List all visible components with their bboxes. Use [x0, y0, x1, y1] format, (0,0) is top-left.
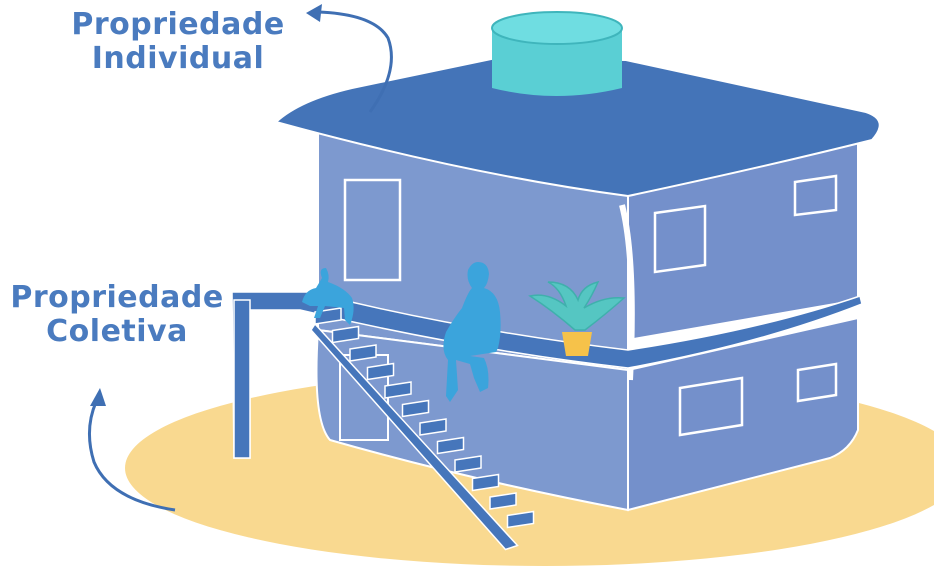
stair-step [506, 510, 535, 529]
stairs [310, 307, 535, 551]
water-tank-body [492, 28, 622, 96]
walkway-post [233, 299, 251, 459]
label-coletiva-line2: Coletiva [46, 314, 188, 349]
stair-step [471, 473, 500, 492]
stair-step [401, 399, 430, 418]
plant-leaves [528, 280, 626, 331]
lower-window-right-1 [678, 376, 744, 437]
cat-figure [302, 268, 354, 325]
water-tank [491, 11, 623, 96]
stair-step [419, 418, 447, 436]
stair-step [349, 344, 377, 362]
label-individual-line1: Propriedade [71, 7, 285, 42]
stair-step [384, 381, 412, 399]
arrowhead-icon [306, 4, 322, 22]
stair-stringer [310, 322, 519, 551]
label-coletiva-line1: Propriedade [10, 280, 224, 315]
stair-step [366, 362, 395, 381]
label-individual-line2: Individual [91, 41, 265, 76]
upper-window-right-1 [653, 204, 707, 274]
water-tank-top [491, 11, 623, 45]
upper-window-left [343, 178, 402, 282]
potted-plant [528, 280, 626, 356]
curved-arrow-icon [317, 10, 393, 113]
arrow-coletiva [88, 388, 176, 512]
stair-step [454, 455, 482, 473]
stair-step [331, 325, 360, 344]
roof [273, 56, 881, 198]
label-propriedade-individual: Propriedade Individual [62, 8, 294, 76]
label-propriedade-coletiva: Propriedade Coletiva [0, 281, 234, 349]
plant-pot [562, 332, 592, 356]
lower-window-right-2 [796, 362, 838, 403]
walkway [231, 291, 863, 459]
stair-step [489, 492, 517, 510]
stair-step [436, 436, 465, 455]
lower-floor [315, 316, 859, 512]
arrowhead-icon [90, 388, 106, 406]
arrow-individual [306, 4, 393, 113]
person-figure [443, 262, 501, 402]
curved-arrow-icon [88, 401, 176, 512]
upper-window-right-2 [793, 174, 838, 217]
lower-wall-left [315, 328, 629, 512]
